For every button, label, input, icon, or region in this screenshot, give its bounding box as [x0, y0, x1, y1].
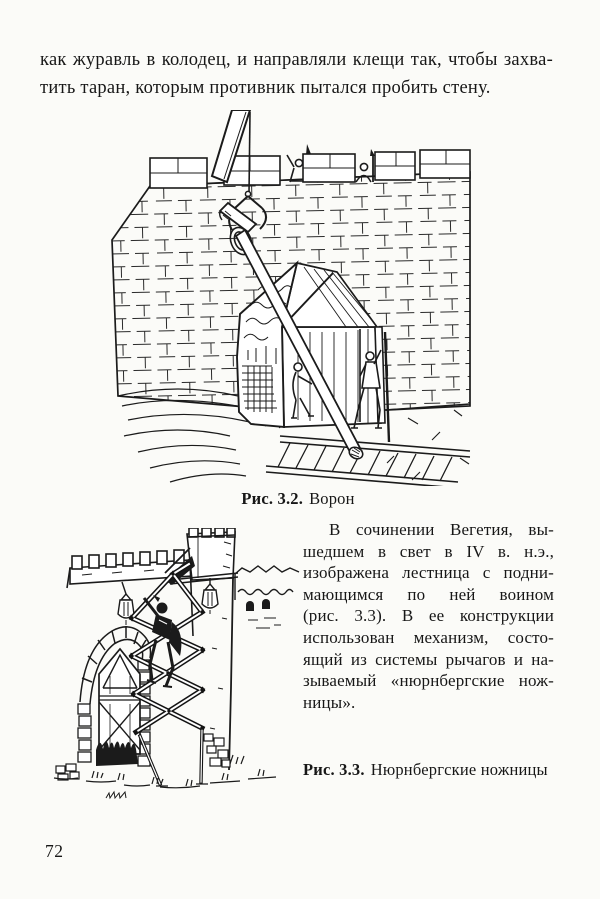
gate-arch: [77, 626, 152, 767]
nuremberg-scissors-engraving: [53, 528, 300, 800]
climbing-soldier: [142, 595, 182, 688]
figure-3-3-caption-label: Рис. 3.3.: [303, 760, 365, 779]
paragraph-line: изображена лестница с подни-: [303, 563, 554, 583]
right-column-paragraph: В сочинении Вегетия, вы- шедшем в свет в…: [303, 519, 554, 713]
battering-ram: [234, 228, 364, 460]
paragraph-line: В сочинении Вегетия, вы-: [329, 520, 554, 539]
crew-figures: [291, 331, 391, 443]
figure-3-2-caption-title: Ворон: [309, 489, 355, 508]
paragraph-line: использован механизм, состо-: [303, 627, 554, 647]
top-paragraph: как журавль в колодец, и направляли клещ…: [40, 46, 553, 102]
paragraph-line: тить таран, которым противник пытался пр…: [40, 78, 491, 98]
paragraph-line: мающимся по ней воином: [303, 584, 554, 604]
iron-tongs-claw: [218, 195, 267, 256]
figure-3-2-illustration: [108, 110, 473, 486]
tower-body: [209, 577, 234, 771]
gate-door: [98, 647, 141, 755]
paragraph-line: шедшем в свет в IV в. н.э.,: [303, 541, 554, 561]
ground-line: [53, 754, 277, 800]
grass-tufts-dark: [96, 741, 138, 766]
paragraph-line: ницы».: [303, 692, 356, 712]
thatch-texture: [242, 285, 293, 413]
page-number: 72: [45, 841, 64, 861]
crane-rope: [248, 111, 251, 195]
crane-beam: [210, 110, 252, 198]
paragraph-line: зываемый «нюрнбергские нож-: [303, 671, 554, 691]
ground-hatching: [385, 403, 471, 481]
wall-defender-figures: [286, 144, 375, 183]
raven-crane-engraving: [111, 110, 471, 486]
figure-3-3-caption: Рис. 3.3. Нюрнбергские ножницы: [303, 760, 583, 780]
paragraph-line: (рис. 3.3). В ее конструкции: [303, 606, 554, 626]
hanging-lantern-right: [201, 578, 219, 614]
figure-3-3-illustration: [52, 528, 307, 813]
paragraph-line: как журавль в колодец, и направляли клещ…: [40, 50, 553, 70]
figure-3-3-caption-title: Нюрнбергские ножницы: [370, 760, 548, 779]
battlement-merlons: [149, 149, 471, 189]
castle-wall-left: [66, 549, 194, 637]
castle-wall-right: [234, 565, 300, 629]
engraver-signature-scribble: [105, 790, 127, 800]
figure-3-2-caption: Рис. 3.2. Ворон: [112, 489, 484, 509]
figure-3-2-caption-label: Рис. 3.2.: [241, 489, 304, 508]
log-track-rails: [265, 435, 471, 486]
paragraph-line: ящий из системы рычагов и на-: [303, 649, 554, 669]
